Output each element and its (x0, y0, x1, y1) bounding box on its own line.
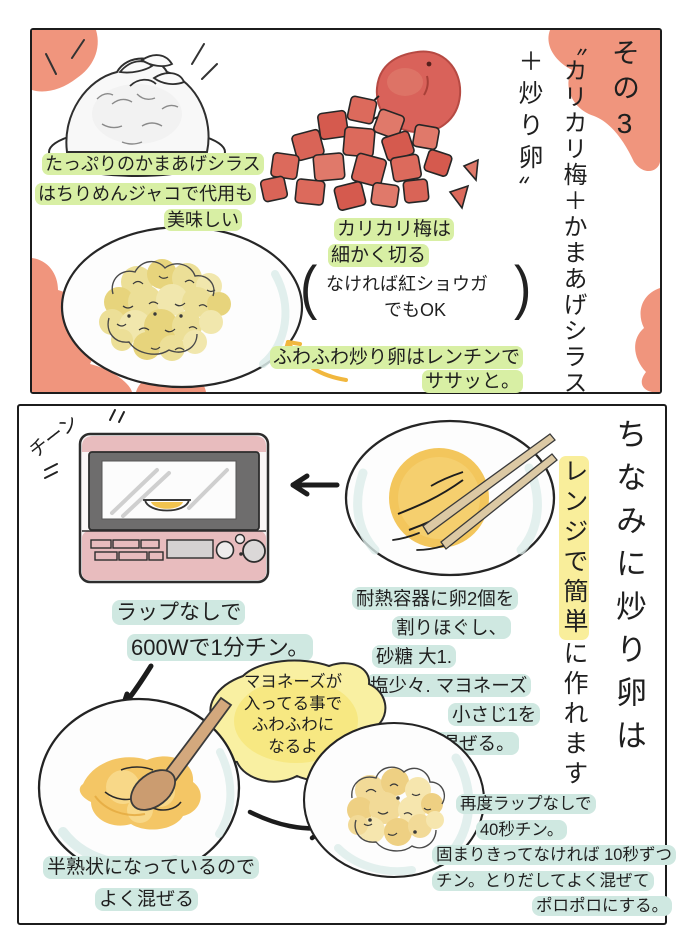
paren-open: ( (300, 254, 318, 322)
microwave-note-line2: 600Wで1分チン。 (127, 630, 314, 662)
panel-instructions: チーン (17, 404, 676, 925)
recipe-title-part2: ＋炒り卵〞 (515, 48, 543, 208)
final-instruction: 再度ラップなしで 40秒チン。 固まりきってなければ 10秒ずつ チン。とりだし… (432, 792, 676, 920)
side-note-rest: に作れます (560, 640, 588, 790)
egg-note-line1: ふわふわ炒り卵はレンチンで (270, 342, 524, 369)
mix-line: 塩少々. マヨネーズ (366, 671, 582, 700)
halfcooked-note-line2: よく混ぜる (95, 884, 199, 911)
side-note-highlight: レンジで簡単 (559, 456, 589, 640)
mix-line: 小さじ1を (448, 700, 582, 729)
chime-sfx-text: チーン (25, 411, 83, 463)
ume-note-line2: 細かく切る (328, 240, 430, 267)
episode-number: その3 (609, 38, 640, 146)
speech-bubble-text: マヨネーズが 入ってる事で ふわふわに なるよ (243, 673, 343, 756)
shirasu-note-line1: たっぷりのかまあげシラス (42, 150, 264, 176)
scrambled-egg-plate-illustration (60, 225, 304, 389)
ume-paren-line1: なければ紅ショウガ (326, 274, 488, 294)
shirasu-note-line2: はちりめんジャコで代用も (35, 180, 257, 206)
halfcooked-note-line1: 半熟状になっているので (43, 852, 260, 879)
final-line: ポロポロにする。 (532, 894, 673, 920)
chime-lines-icon (44, 463, 58, 479)
final-line: 再度ラップなしで (456, 792, 664, 818)
final-line: 固まりきってなければ 10秒ずつ (432, 843, 676, 869)
mix-line: 砂糖 大1. (372, 642, 582, 671)
ume-paren-line2: でもOK (384, 300, 447, 320)
watercolor-corner-decoration (32, 30, 660, 392)
final-line: 40秒チン。 (476, 818, 664, 844)
mix-line: 割りほぐし、 (392, 613, 582, 642)
ume-note-line1: カリカリ梅は (334, 214, 455, 241)
left-arrow-icon (290, 473, 340, 497)
side-note-col1: ちなみに炒り卵は (611, 418, 646, 762)
paren-close: ) (514, 254, 532, 322)
finished-egg-plate-illustration (302, 721, 486, 879)
egg-bowl-chopsticks-illustration (344, 419, 558, 577)
shirasu-note-line3: 美味しい (164, 206, 242, 232)
chime-tick-icon (109, 409, 125, 423)
recipe-title-part1: 〝カリカリ梅＋かまあげシラス (559, 32, 586, 396)
half-cooked-egg-bowl-illustration (37, 696, 241, 879)
egg-note-line2: ササッと。 (422, 366, 524, 393)
chopped-ume-illustration (259, 95, 479, 211)
side-note-col2: レンジで簡単に作れます (559, 456, 589, 790)
mix-line: 耐熱容器に卵2個を (352, 584, 582, 613)
panel-ingredients: たっぷりのかまあげシラス はちりめんジャコで代用も 美味しい カリカリ梅は 細か… (30, 28, 662, 396)
microwave-note-line1: ラップなしで (112, 596, 246, 626)
final-line: チン。とりだしてよく混ぜて (432, 869, 664, 895)
microwave-illustration (78, 432, 270, 584)
